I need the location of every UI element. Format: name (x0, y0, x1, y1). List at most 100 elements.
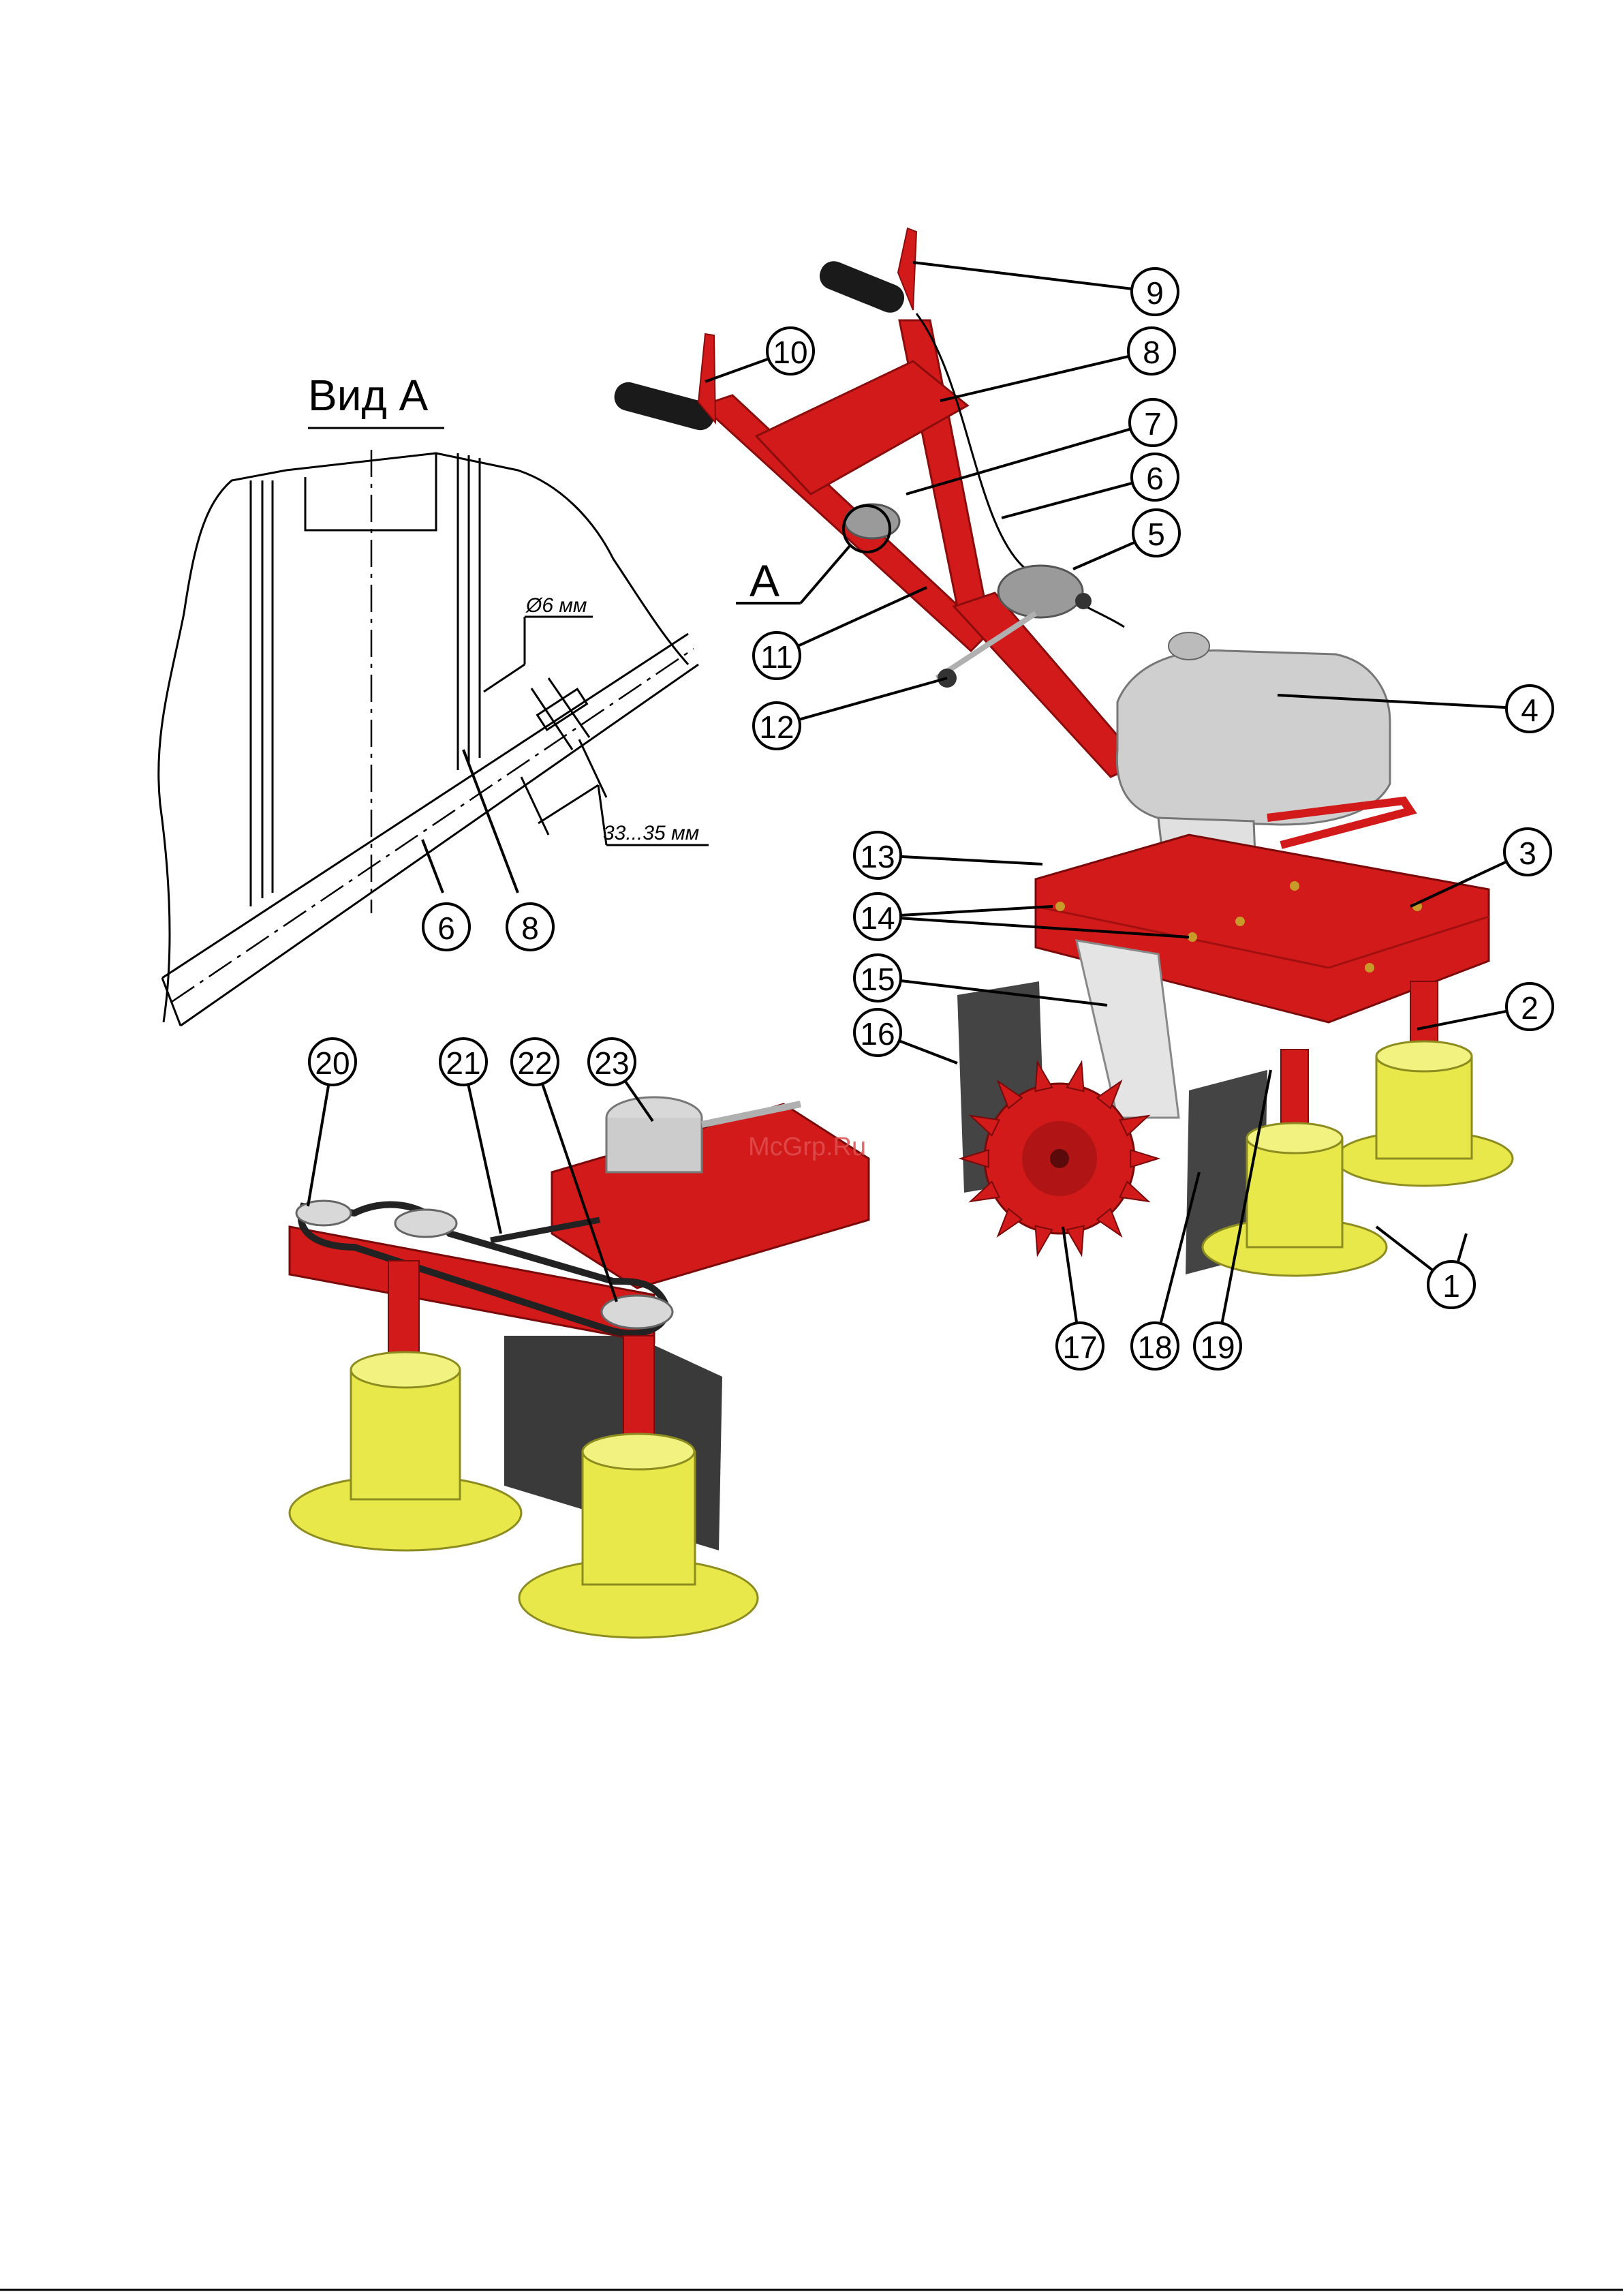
main-callout-number: 8 (1143, 335, 1160, 370)
callout-leader (463, 750, 518, 893)
deck-bolt (1235, 917, 1245, 926)
dim-line (521, 777, 548, 835)
main-callout-number: 5 (1147, 517, 1165, 552)
main-callout-10: 10 (767, 328, 814, 374)
main-callout-number: 13 (860, 839, 895, 874)
fuel-cap (1169, 632, 1209, 660)
main-leader-12 (799, 678, 947, 720)
detail-callout-20: 20 (309, 1039, 356, 1085)
detail-callout-number: 22 (517, 1045, 552, 1081)
detail-callout-23: 23 (589, 1039, 635, 1085)
main-callout-8: 8 (1128, 328, 1175, 374)
main-leader-16 (899, 1041, 957, 1063)
detail-callout-21: 21 (440, 1039, 486, 1085)
detail-callout-number: 20 (315, 1045, 350, 1081)
callout-leader (422, 840, 443, 893)
deck-bolt (1055, 902, 1065, 911)
view-callout-8: 8 (507, 904, 553, 950)
main-callout-number: 18 (1137, 1330, 1172, 1365)
bolt-line (548, 678, 589, 737)
main-callout-5: 5 (1133, 510, 1179, 556)
main-callout-11: 11 (754, 632, 800, 679)
view-callout-6: 6 (423, 904, 469, 950)
main-callout-number: 4 (1521, 692, 1539, 728)
main-callout-number: 9 (1146, 275, 1164, 311)
dim-line (538, 785, 598, 823)
dim-diameter-label: Ø6 мм (525, 594, 587, 617)
main-callout-9: 9 (1132, 269, 1178, 315)
right-grip (816, 257, 908, 317)
main-callout-number: 7 (1144, 406, 1162, 442)
detail-disc-left (290, 1352, 521, 1550)
main-callout-18: 18 (1132, 1323, 1178, 1369)
main-callout-number: 14 (860, 900, 895, 936)
spindle-left (1281, 1050, 1308, 1131)
wheel-spike (1036, 1226, 1053, 1255)
view-a-marker-leader (801, 545, 850, 603)
main-callout-number: 11 (760, 639, 793, 675)
deck-bolt (1188, 932, 1197, 942)
main-callout-15: 15 (854, 955, 901, 1001)
main-callout-1: 1 (1428, 1261, 1474, 1308)
main-callout-13: 13 (854, 832, 901, 878)
main-callout-number: 12 (759, 709, 794, 745)
deck-bolt (1365, 963, 1374, 973)
main-callout-number: 3 (1519, 836, 1536, 871)
main-callout-number: 15 (860, 962, 895, 997)
wheel-spike (1067, 1062, 1084, 1092)
main-leader-13 (901, 857, 1042, 864)
wheel-spike (1036, 1062, 1053, 1092)
main-callout-12: 12 (754, 703, 800, 749)
detail-leader-20 (308, 1085, 328, 1206)
main-callout-16: 16 (854, 1009, 901, 1056)
view-a-title: Вид А (308, 371, 429, 420)
main-leader-8 (940, 356, 1129, 401)
main-callout-7: 7 (1130, 399, 1176, 446)
deck-bolt (1290, 881, 1299, 891)
dim-length-label: 33...35 мм (603, 822, 699, 844)
watermark: McGrp.Ru (748, 1133, 866, 1161)
svg-text:6: 6 (437, 910, 455, 946)
view-a-outline (159, 453, 688, 1022)
main-callout-4: 4 (1506, 686, 1553, 732)
main-callout-number: 17 (1062, 1330, 1097, 1365)
detail-leader-21 (468, 1084, 501, 1234)
main-callout-number: 2 (1521, 990, 1539, 1026)
main-leader-14 (901, 906, 1053, 915)
main-leader-6 (1002, 483, 1132, 518)
pulley-right (602, 1296, 673, 1328)
main-callout-number: 19 (1200, 1330, 1235, 1365)
detail-callout-number: 21 (446, 1045, 480, 1081)
main-leader-1 (1458, 1234, 1466, 1262)
wheel-spike (1130, 1150, 1158, 1167)
dim-line (484, 664, 525, 692)
detail-callout-number: 23 (594, 1045, 629, 1081)
main-callout-3: 3 (1504, 829, 1551, 875)
handle-clamp (998, 566, 1083, 617)
drive-frame-plate (552, 1104, 869, 1288)
main-leader-11 (798, 587, 927, 646)
main-callout-19: 19 (1194, 1323, 1241, 1369)
main-callout-number: 16 (860, 1016, 895, 1052)
main-callout-number: 6 (1146, 461, 1164, 496)
main-callout-14: 14 (854, 893, 901, 940)
cutting-disc-right (1335, 1041, 1513, 1186)
view-a-marker-label: А (749, 555, 779, 606)
main-leader-5 (1073, 542, 1135, 569)
main-callout-2: 2 (1506, 983, 1553, 1030)
bolt-line (531, 688, 572, 750)
belt-drive-detail: McGrp.Ru 20 21 22 23 (290, 1039, 869, 1638)
wheel-spike (1067, 1226, 1084, 1255)
view-a-detail: Вид А Ø6 мм 33...35 мм (159, 371, 709, 1026)
main-callout-6: 6 (1132, 454, 1178, 500)
main-callout-number: 10 (773, 335, 807, 370)
pulley-left (296, 1201, 351, 1225)
engine-body (1117, 650, 1390, 825)
detail-callout-22: 22 (512, 1039, 558, 1085)
svg-text:8: 8 (521, 910, 539, 946)
pulley-middle (395, 1210, 457, 1237)
choke-knob (1075, 593, 1092, 609)
pulley-housing (606, 1118, 702, 1172)
main-leader-9 (913, 262, 1132, 289)
